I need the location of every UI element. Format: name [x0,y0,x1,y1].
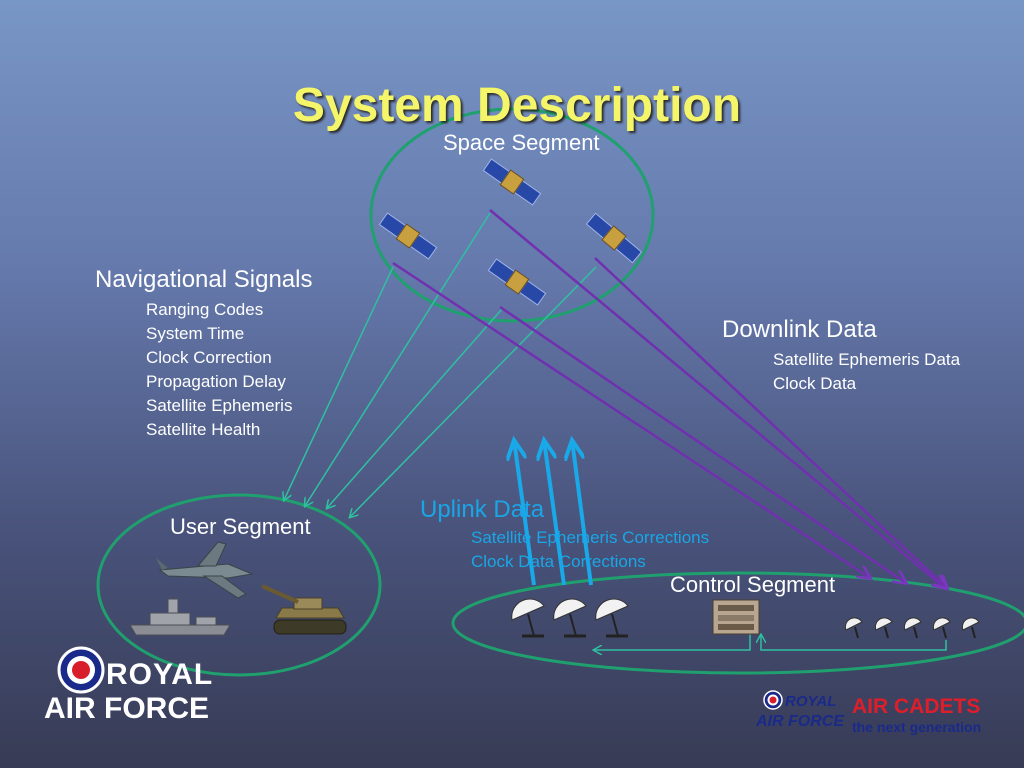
uplink-block: Uplink Data Satellite Ephemeris Correcti… [420,496,709,574]
downlink-item: Clock Data [773,374,857,393]
antenna-icon [903,617,922,639]
control-links [594,633,947,650]
cadets-title: AIR CADETS [852,695,981,718]
control-station-building-icon [712,599,760,635]
nav-signal-item: Satellite Ephemeris [146,396,293,415]
cadets-raf-line1: ROYAL [785,693,837,710]
user-segment-ellipse [96,493,382,677]
raf-logo-line1: ROYAL [106,658,214,691]
cadets-roundel-icon [763,690,783,710]
satellite-dish-icon [553,598,587,638]
uplink-arrows [514,440,593,586]
warship-icon [129,598,231,636]
satellite-icon [378,212,438,260]
fighter-jet-icon [156,541,254,599]
nav-signal-item: Clock Correction [146,348,272,367]
nav-signal-arrows [284,212,597,517]
antenna-icon [961,617,980,639]
control-segment-label: Control Segment [670,572,836,597]
raf-logo-line2: AIR FORCE [44,692,209,725]
cadets-tagline: the next generation [852,719,982,735]
satellite-icon [482,158,542,206]
space-segment-ellipse [369,107,655,323]
satellite-icon [487,258,547,306]
page-title: System Description [292,79,742,132]
antenna-icon [874,617,893,639]
antenna-icon [932,617,951,639]
tank-icon [261,584,347,635]
satellite-dish-icon [511,598,545,638]
downlink-block: Downlink Data Satellite Ephemeris Data C… [722,316,960,396]
nav-signals-block: Navigational Signals Ranging Codes Syste… [95,266,312,442]
nav-signal-item: Satellite Health [146,420,261,439]
control-segment-ellipse [451,571,1024,675]
uplink-item: Satellite Ephemeris Corrections [471,528,710,547]
uplink-item: Clock Data Corrections [471,552,646,571]
cadets-raf-line2: AIR FORCE [756,713,844,730]
raf-roundel-icon [57,646,105,694]
nav-signal-item: Ranging Codes [146,300,264,319]
nav-signals-heading: Navigational Signals [95,266,313,293]
downlink-arrows [392,209,947,588]
satellite-dish-icon [595,598,629,638]
nav-signal-item: Propagation Delay [146,372,286,391]
nav-signal-item: System Time [146,324,245,343]
antenna-icon [844,617,863,639]
downlink-item: Satellite Ephemeris Data [773,350,961,369]
user-segment-label: User Segment [170,514,311,539]
downlink-heading: Downlink Data [722,316,877,343]
uplink-heading: Uplink Data [420,496,545,523]
satellite-icon [585,212,643,264]
space-segment-label: Space Segment [443,130,600,155]
